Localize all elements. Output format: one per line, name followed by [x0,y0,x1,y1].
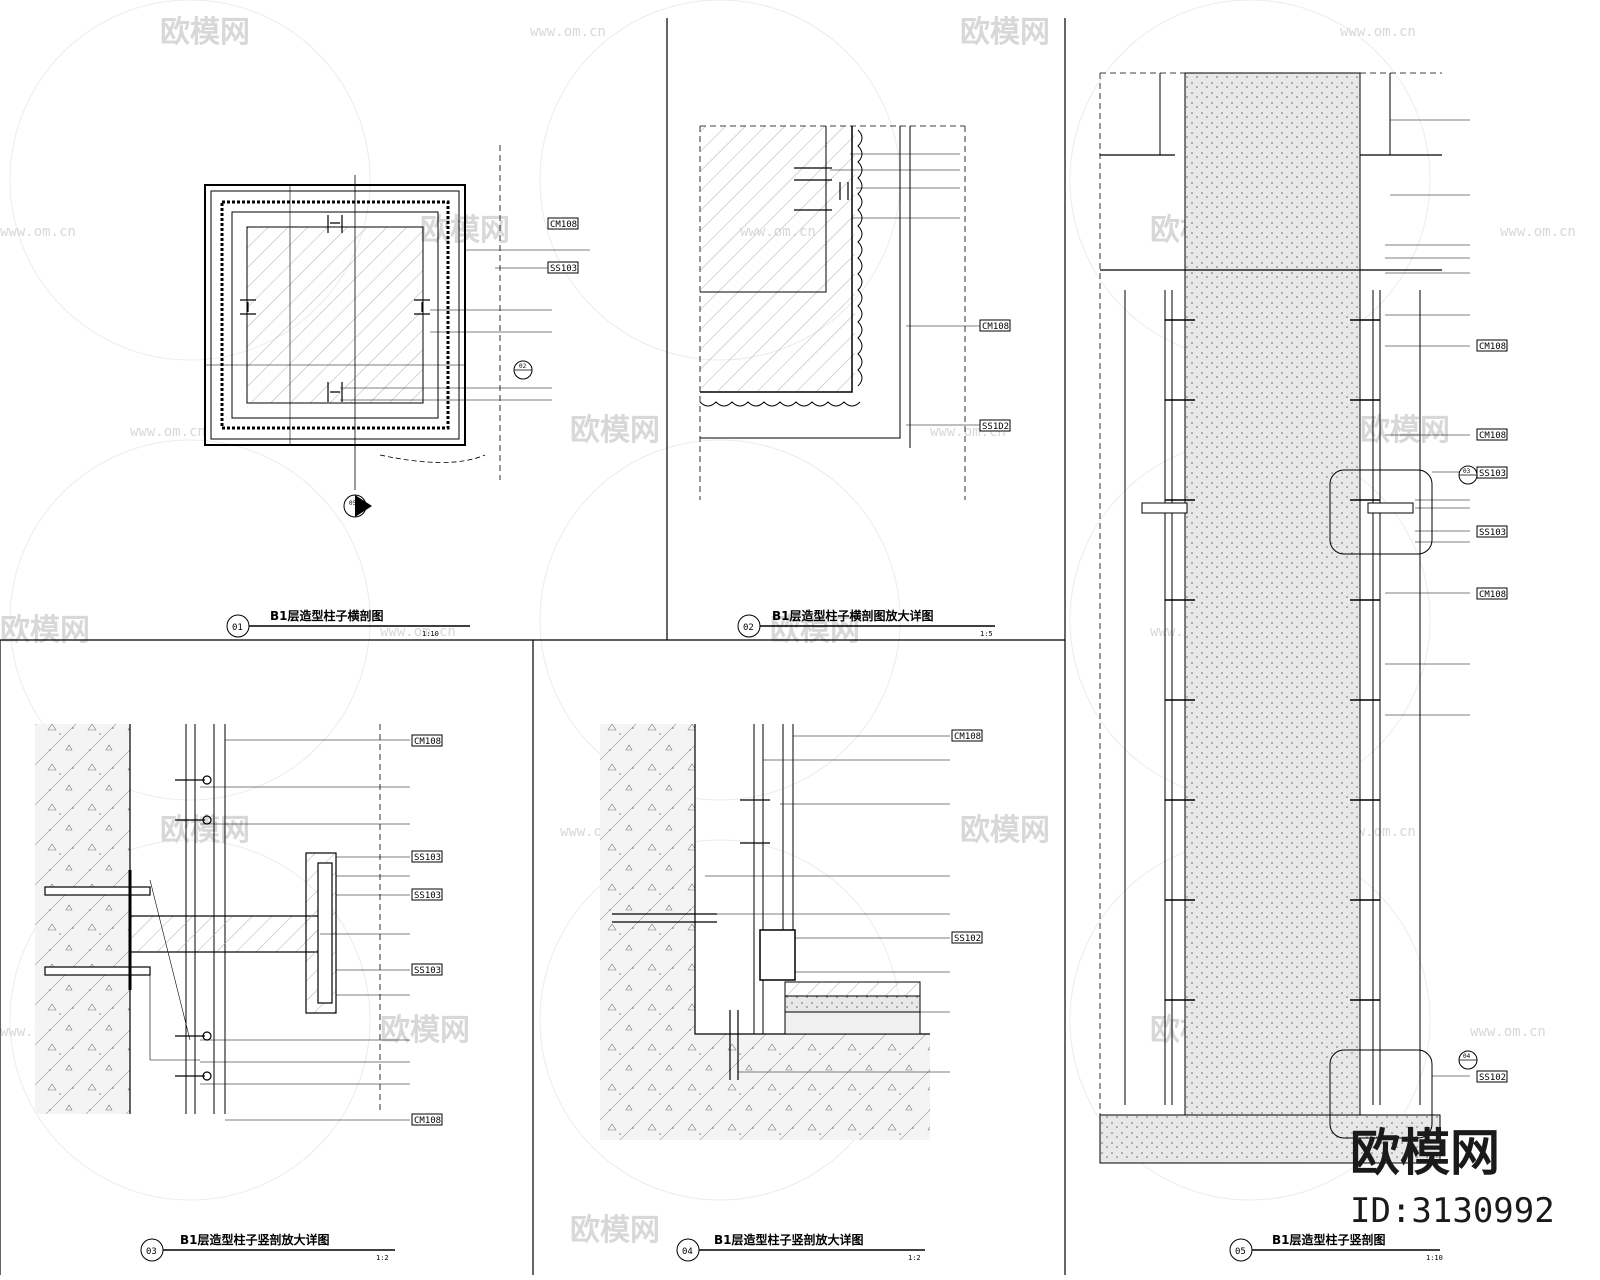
panel-title-05: 05 B1层造型柱子竖剖图 1:10 [1229,1232,1443,1262]
watermark-url: www.om.cn [380,624,456,640]
panel-scale: 1:5 [980,630,993,638]
tag-ss103-p3b: SS103 [414,891,441,901]
callout-02: 02 [519,363,527,370]
tag-cm108-p5a: CM108 [1479,342,1506,352]
watermark-text: 欧模网 [570,1213,660,1248]
tag-cm108-p3b: CM108 [414,1116,441,1126]
tag-ss102-p4: SS102 [954,934,981,944]
panel-04-drawing: CM108 SS102 [600,724,983,1140]
watermark-text: 欧模网 [160,15,250,50]
panel-title-02: 02 B1层造型柱子横剖图放大详图 1:5 [737,608,995,638]
brand-logo-text: 欧模网 [1350,1124,1500,1182]
panel-title: B1层造型柱子竖剖放大详图 [180,1232,330,1247]
panel-scale: 1:10 [1426,1254,1443,1262]
panel-title-01: 01 B1层造型柱子横剖图 1:10 [226,608,470,638]
panel-03-drawing: CM108 SS103 SS103 SS103 CM108 [35,724,443,1126]
watermark-url: www.om.cn [0,224,76,240]
tag-ss103: SS103 [550,264,577,274]
panel-scale: 1:2 [908,1254,921,1262]
watermark-text: 欧模网 [960,15,1050,50]
panel-number: 01 [232,623,243,633]
watermark-circles [9,0,1431,1201]
panel-02-drawing: CM108 SS1D2 [699,125,1011,500]
panel-title-03: 03 B1层造型柱子竖剖放大详图 1:2 [140,1232,395,1262]
tag-cm108-p4: CM108 [954,732,981,742]
watermark-text: 欧模网 [570,413,660,448]
watermark-url: www.om.cn [1500,224,1576,240]
panel-number: 05 [1235,1247,1246,1257]
watermark-url: www.om.cn [1470,1024,1546,1040]
watermark-url: www.om.cn [130,424,206,440]
tag-ss103-p3c: SS103 [414,966,441,976]
panel-01-drawing: CM108 SS103 02 05 [204,145,590,518]
panel-scale: 1:2 [376,1254,389,1262]
panel-number: 03 [146,1247,157,1257]
tag-cm108-p5c: CM108 [1479,590,1506,600]
tag-ss103-p5b: SS103 [1479,528,1506,538]
watermark-text: 欧模网 [770,613,860,648]
brand-overlay: 欧模网 ID:3130992 [1350,1124,1555,1231]
watermark-text: 欧模网 [160,813,250,848]
tag-cm108: CM108 [550,220,577,230]
panel-scale: 1:10 [422,630,439,638]
tag-cm108-p2: CM108 [982,322,1009,332]
watermark-text: 欧模网 [1360,413,1450,448]
callout-03: 03 [1463,468,1471,475]
watermark-text: 欧模网 [380,1013,470,1048]
callout-05: 05 [349,500,357,507]
brand-id: ID:3130992 [1350,1191,1555,1231]
tag-ss102-p5: SS102 [1479,1073,1506,1083]
panel-frames [0,18,1066,1275]
panel-title: B1层造型柱子竖剖放大详图 [714,1232,864,1247]
panel-05-drawing: CM108 CM108 SS103 SS103 CM108 SS102 03 0… [1099,72,1508,1164]
callout-04: 04 [1463,1053,1471,1060]
panel-number: 02 [743,623,754,633]
panel-title-04: 04 B1层造型柱子竖剖放大详图 1:2 [676,1232,925,1262]
panel-title: B1层造型柱子横剖图 [270,608,384,623]
tag-ss103-p5a: SS103 [1479,469,1506,479]
watermark-text: 欧模网 [0,613,90,648]
watermark-text: 欧模网 [960,813,1050,848]
tag-ss103-p3a: SS103 [414,853,441,863]
watermark-url: www.om.cn [530,24,606,40]
tag-cm108-p5b: CM108 [1479,431,1506,441]
panel-title: B1层造型柱子竖剖图 [1272,1232,1386,1247]
tag-cm108-p3a: CM108 [414,737,441,747]
panel-title: B1层造型柱子横剖图放大详图 [772,608,934,623]
tag-ss1d2-p2: SS1D2 [982,422,1009,432]
watermark-url: www.om.cn [1340,24,1416,40]
panel-number: 04 [682,1247,693,1257]
